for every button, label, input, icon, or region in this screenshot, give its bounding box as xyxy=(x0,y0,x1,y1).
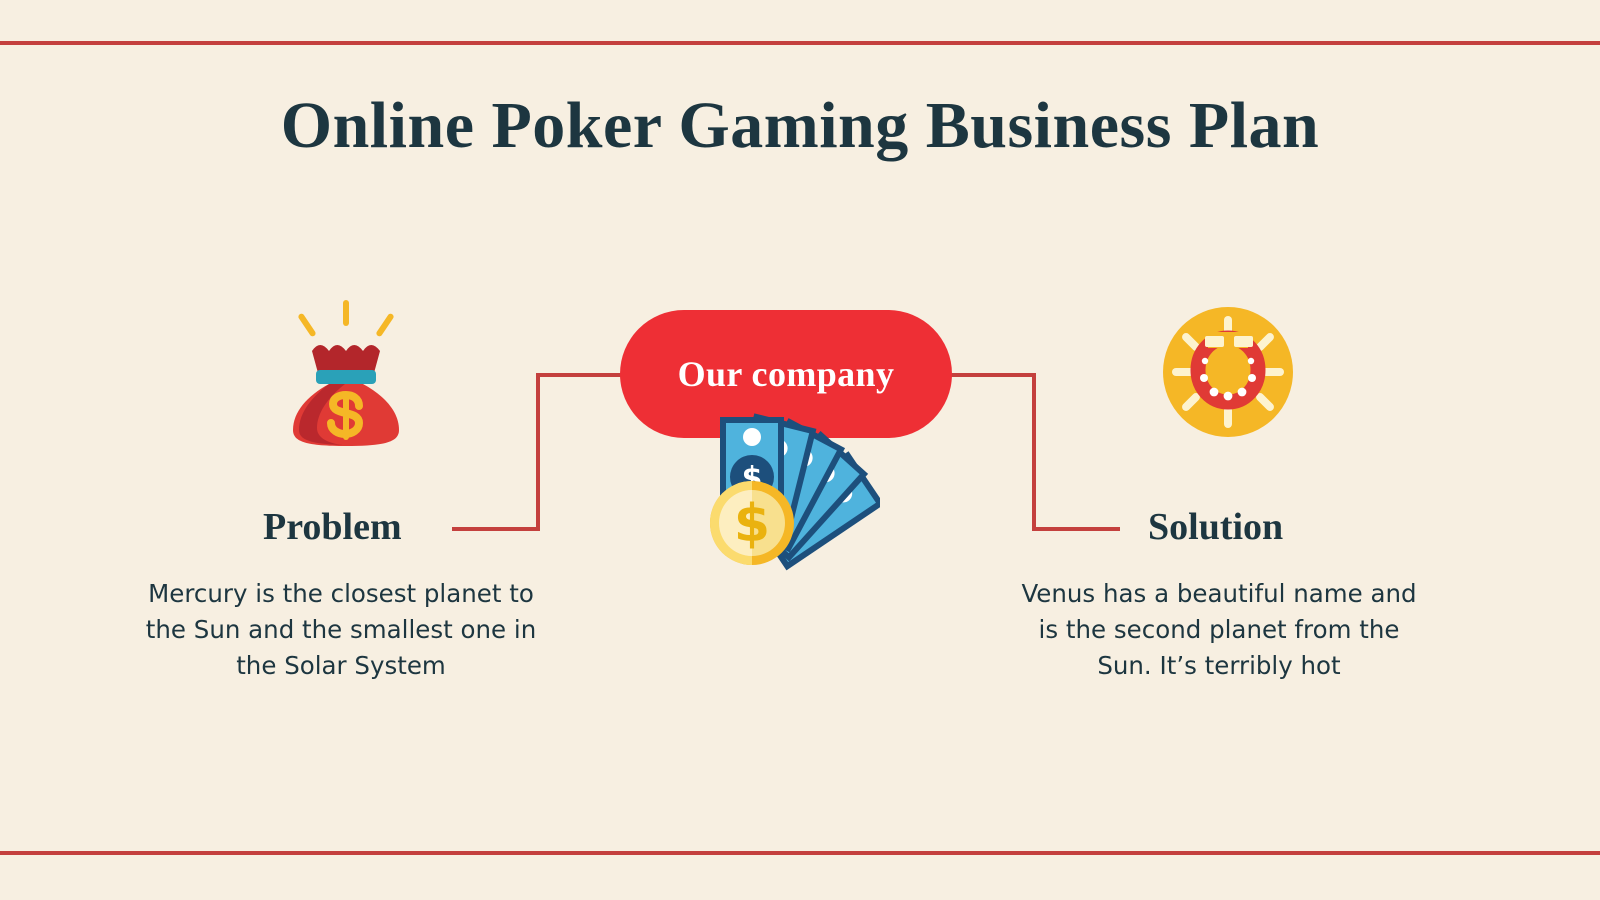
horseshoe-nail-holes xyxy=(1200,357,1256,401)
connector-solution-to-company xyxy=(950,373,1120,531)
money-bag-shadow xyxy=(299,384,345,445)
bottom-divider-rule xyxy=(0,851,1600,855)
column-heading-solution: Solution xyxy=(1148,506,1284,548)
horseshoe-cap-right xyxy=(1234,336,1253,347)
money-bag-neck xyxy=(312,345,380,373)
money-bag-dollar-glyph xyxy=(327,390,364,440)
column-heading-problem: Problem xyxy=(263,506,402,548)
svg-text:$: $ xyxy=(734,494,770,554)
horseshoe-cap-left xyxy=(1205,336,1224,347)
horseshoe-shape xyxy=(1190,330,1266,410)
our-company-label: Our company xyxy=(677,354,895,394)
page-title: Online Poker Gaming Business Plan xyxy=(280,89,1320,162)
horseshoe-disc xyxy=(1163,307,1293,437)
money-bag-icon xyxy=(293,300,399,446)
our-company-badge[interactable]: Our company xyxy=(620,310,952,438)
top-divider-rule xyxy=(0,41,1600,45)
column-body-problem: Mercury is the closest planet to the Sun… xyxy=(145,579,537,680)
gold-coin: $ xyxy=(710,481,794,565)
banknotes-and-coin-illustration: $ $ xyxy=(710,413,880,571)
column-body-solution: Venus has a beautiful name and is the se… xyxy=(1021,579,1417,680)
horseshoe-rays xyxy=(1172,316,1284,428)
horseshoe-luck-icon xyxy=(1163,307,1293,437)
money-bag-sparkle-rays xyxy=(298,300,394,337)
money-bag-tie xyxy=(316,370,376,384)
connector-problem-to-company xyxy=(452,373,622,531)
